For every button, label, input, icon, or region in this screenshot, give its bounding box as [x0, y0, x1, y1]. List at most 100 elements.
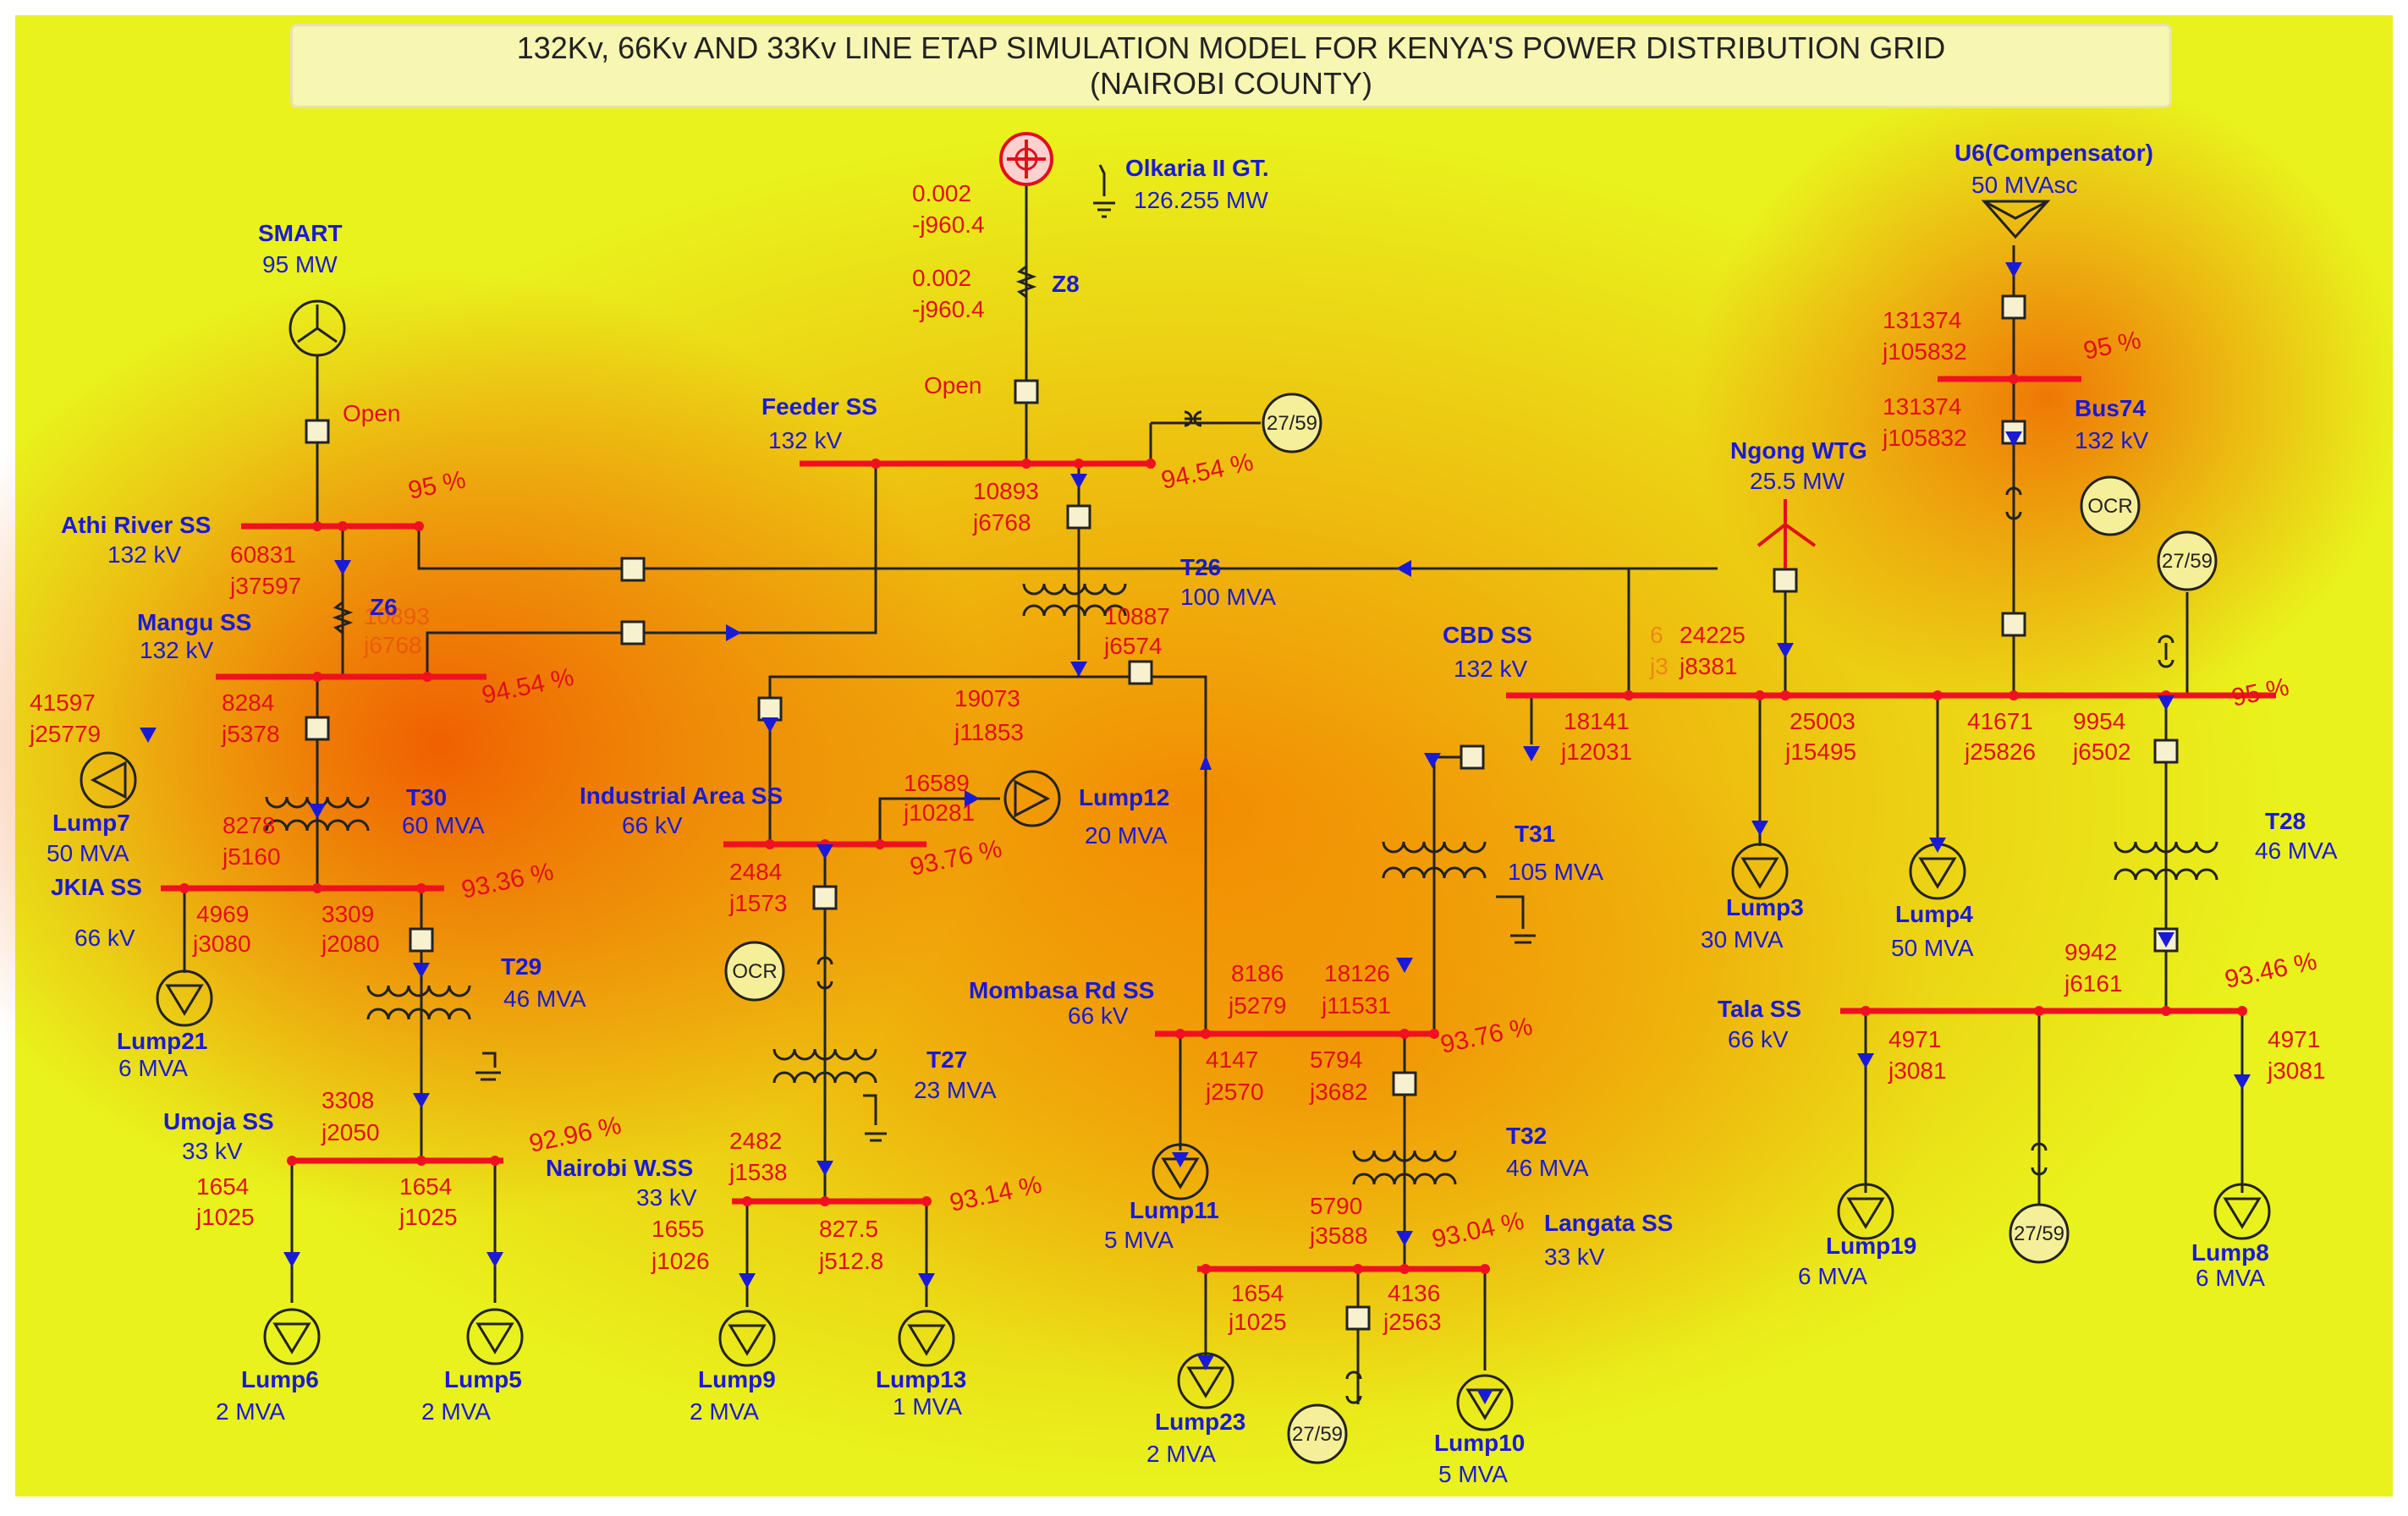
breaker-t26[interactable] — [1128, 660, 1153, 685]
jkia-t-q: j5160 — [222, 843, 281, 870]
lump21-load-icon[interactable] — [156, 969, 213, 1027]
bus74-q: j105832 — [1882, 425, 1967, 451]
lump3-load-icon[interactable] — [1731, 843, 1789, 900]
t30-name: T30 — [406, 784, 447, 810]
jkia-p1: 4969 — [196, 901, 249, 927]
breaker-industrial-t27[interactable] — [812, 885, 838, 910]
breaker-cbd-t31[interactable] — [1460, 744, 1485, 770]
cbd-name: CBD SS — [1443, 622, 1532, 648]
tala-p1: 4971 — [1888, 1026, 1941, 1052]
lump8-load-icon[interactable] — [2213, 1183, 2271, 1240]
olkaria-generator[interactable] — [999, 132, 1053, 186]
relay-27-59-langata[interactable] — [1287, 1403, 1348, 1464]
breaker-cbd-t28[interactable] — [2153, 739, 2179, 764]
breaker-mangu-t30[interactable] — [305, 716, 330, 741]
lump6-load-icon[interactable] — [263, 1308, 321, 1365]
compensator-icon — [1981, 200, 2051, 239]
relay-27-59-feeder[interactable] — [1262, 393, 1322, 453]
lump8-name: Lump8 — [2191, 1239, 2269, 1266]
lump12-name: Lump12 — [1079, 784, 1169, 810]
industrial-in-p: 19073 — [954, 685, 1020, 711]
breaker-jkia-t29[interactable] — [409, 927, 434, 953]
heat-zone-south — [761, 702, 1946, 1413]
mombasa-p3: 4147 — [1206, 1046, 1258, 1073]
ngong-wind-turbine[interactable] — [1757, 499, 1817, 568]
lump7-load-icon[interactable] — [80, 751, 137, 809]
lump9-load-icon[interactable] — [718, 1310, 776, 1367]
lump12-load-icon[interactable] — [1003, 770, 1061, 827]
generator-icon — [1007, 140, 1046, 179]
cbd-ghost-p: 6 — [1650, 622, 1663, 648]
breaker-bus74-cbd[interactable] — [2001, 612, 2026, 637]
cbd-kv: 132 kV — [1454, 656, 1527, 682]
olkaria-rating: 126.255 MW — [1134, 187, 1268, 213]
mangu-p: 8284 — [222, 689, 274, 716]
lump8-rating: 6 MVA — [2196, 1265, 2265, 1291]
diagram-title: 132Kv, 66Kv AND 33Kv LINE ETAP SIMULATIO… — [290, 24, 2172, 108]
breaker-mangu-feeder[interactable] — [620, 620, 646, 645]
olkaria-name: Olkaria II GT. — [1125, 155, 1269, 181]
cbd-q1: j12031 — [1560, 739, 1632, 765]
breaker-feeder-t26[interactable] — [1066, 504, 1091, 530]
u6-rating: 50 MVAsc — [1971, 172, 2078, 198]
cbd-p1: 18141 — [1564, 708, 1630, 734]
tala-in-q: j6161 — [2064, 970, 2123, 997]
breaker-industrial[interactable] — [757, 696, 783, 722]
langata-kv: 33 kV — [1544, 1244, 1605, 1270]
athi-kv: 132 kV — [107, 541, 181, 568]
lump13-load-icon[interactable] — [898, 1310, 955, 1367]
lump4-name: Lump4 — [1895, 901, 1973, 927]
lump11-rating: 5 MVA — [1104, 1227, 1174, 1253]
lump7-rating: 50 MVA — [47, 840, 129, 866]
bus74-name: Bus74 — [2075, 395, 2146, 421]
industrial-q: j1573 — [728, 890, 788, 916]
wind-turbine-icon — [1757, 499, 1817, 568]
lump6-name: Lump6 — [241, 1366, 319, 1392]
mombasa-q1: j5279 — [1228, 992, 1287, 1019]
mombasa-p1: 8186 — [1231, 960, 1284, 986]
heat-zone-east — [1692, 76, 2403, 719]
smart-name: SMART — [258, 220, 343, 246]
bus-bars — [161, 376, 2276, 1272]
jkia-q1: j3080 — [192, 931, 251, 957]
flow-arrows — [140, 262, 2251, 1404]
relay-27-59-cbd[interactable] — [2157, 530, 2218, 591]
jkia-p2: 3309 — [322, 901, 374, 927]
t31-name: T31 — [1515, 821, 1555, 847]
langata-p2: 4136 — [1388, 1280, 1440, 1306]
breaker-smart[interactable] — [305, 419, 330, 444]
breaker-langata[interactable] — [1345, 1305, 1371, 1331]
lump10-rating: 5 MVA — [1438, 1461, 1508, 1487]
mangu-name: Mangu SS — [137, 609, 251, 635]
tala-name: Tala SS — [1718, 996, 1801, 1022]
bus74-top-p: 131374 — [1883, 307, 1961, 333]
cbd-p2: 25003 — [1790, 708, 1855, 734]
z8-label: Z8 — [1052, 271, 1080, 297]
lump19-load-icon[interactable] — [1837, 1183, 1894, 1240]
t26-p: 10887 — [1104, 603, 1170, 629]
breaker-athi-cbd[interactable] — [620, 557, 646, 582]
breaker-u6[interactable] — [2001, 294, 2026, 320]
nairobiw-p2: 827.5 — [819, 1216, 878, 1242]
breakers — [305, 294, 2179, 1331]
smart-generator[interactable] — [289, 299, 346, 357]
feeder-p: 10893 — [973, 478, 1039, 504]
relay-27-59-tala[interactable] — [2009, 1203, 2070, 1264]
breaker-ngong[interactable] — [1773, 568, 1798, 593]
olkaria-flow-q: -j960.4 — [912, 211, 985, 238]
u6-compensator[interactable] — [1981, 200, 2051, 239]
breaker-mombasa-t32[interactable] — [1392, 1071, 1417, 1096]
relay-ocr-industrial[interactable] — [724, 941, 785, 1002]
industrial-out-q: j10281 — [903, 799, 975, 826]
t28-rating: 46 MVA — [2255, 838, 2338, 864]
olkaria-flow-q2: -j960.4 — [912, 296, 985, 322]
tala-kv: 66 kV — [1728, 1026, 1789, 1052]
relay-ocr-bus74[interactable] — [2080, 475, 2141, 536]
lump5-load-icon[interactable] — [466, 1308, 524, 1365]
breaker-olkaria[interactable] — [1014, 379, 1039, 404]
lump21-name: Lump21 — [117, 1028, 207, 1054]
t29-name: T29 — [501, 953, 542, 980]
u6-name: U6(Compensator) — [1954, 140, 2153, 166]
